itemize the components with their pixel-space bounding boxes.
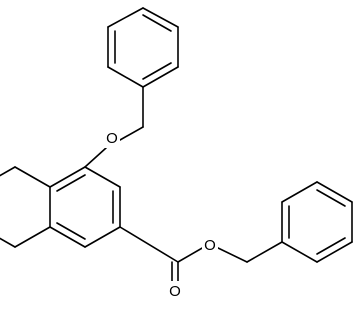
bond	[107, 7, 144, 28]
bond	[177, 246, 205, 263]
ether-oxygen-label: O	[106, 130, 118, 147]
double-bond-inner	[56, 174, 86, 192]
bond	[14, 166, 51, 188]
benzyloxy-linker	[84, 86, 144, 168]
bond	[49, 166, 86, 188]
bond	[84, 147, 107, 168]
carbonyl-oxygen-background	[167, 281, 183, 301]
top-phenyl-ring	[107, 7, 179, 88]
bond	[84, 226, 121, 248]
double-bond-inner	[142, 62, 172, 80]
ester-oxygen-label: O	[204, 237, 216, 254]
naphthalene-left-ring	[0, 166, 51, 248]
bond	[281, 181, 318, 203]
double-bond-inner	[142, 14, 172, 32]
ester-oxygen-background	[202, 235, 218, 255]
bond	[119, 226, 179, 263]
bond	[119, 126, 144, 141]
bond	[14, 226, 51, 248]
bond	[0, 237, 16, 248]
bond	[107, 66, 144, 88]
right-phenyl-ring	[281, 181, 353, 263]
bond	[215, 246, 248, 263]
ether-oxygen-background	[104, 128, 120, 148]
bond	[281, 241, 318, 263]
bond	[246, 241, 283, 263]
bond	[0, 166, 16, 177]
bond	[142, 7, 179, 28]
naphthalene-right-ring	[49, 166, 121, 248]
bond	[316, 241, 353, 263]
carbonyl-oxygen-label: O	[169, 283, 181, 300]
bond	[49, 226, 86, 248]
bond	[142, 66, 179, 88]
ester-group	[119, 226, 283, 284]
bond	[84, 166, 121, 188]
double-bond-inner	[316, 189, 346, 207]
double-bond-inner	[316, 237, 346, 255]
bond	[316, 181, 353, 203]
double-bond-inner	[56, 222, 86, 240]
atom-labels: O O O	[104, 128, 218, 301]
